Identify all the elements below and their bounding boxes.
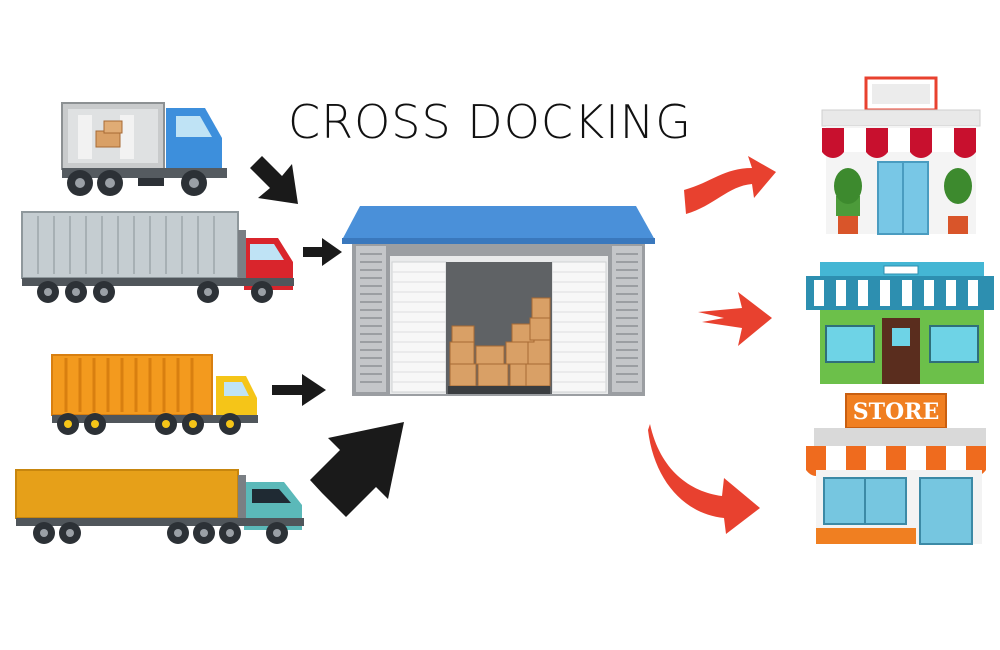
black-arrow-icon — [250, 156, 298, 204]
container-semi-truck-icon — [21, 211, 294, 303]
outgoing-arrows — [648, 156, 776, 534]
store-sign-label: STORE — [853, 399, 939, 425]
storefront-icon — [806, 262, 994, 384]
diagram-title: CROSS DOCKING — [288, 95, 692, 149]
black-arrow-icon — [310, 422, 404, 517]
red-arrow-icon — [698, 292, 772, 346]
storefront-icon — [821, 76, 981, 235]
box-truck-icon — [61, 102, 227, 196]
cargo-boxes — [449, 297, 551, 387]
incoming-arrows — [250, 156, 404, 517]
black-arrow-icon — [272, 374, 326, 406]
red-arrow-icon — [648, 424, 760, 534]
storefront-icon: STORE — [806, 393, 990, 545]
orange-container-truck-icon — [51, 354, 258, 435]
warehouse-icon — [342, 206, 655, 396]
black-arrow-icon — [303, 238, 342, 266]
flatbed-trailer-truck-icon — [15, 469, 304, 544]
red-arrow-icon — [684, 156, 776, 214]
